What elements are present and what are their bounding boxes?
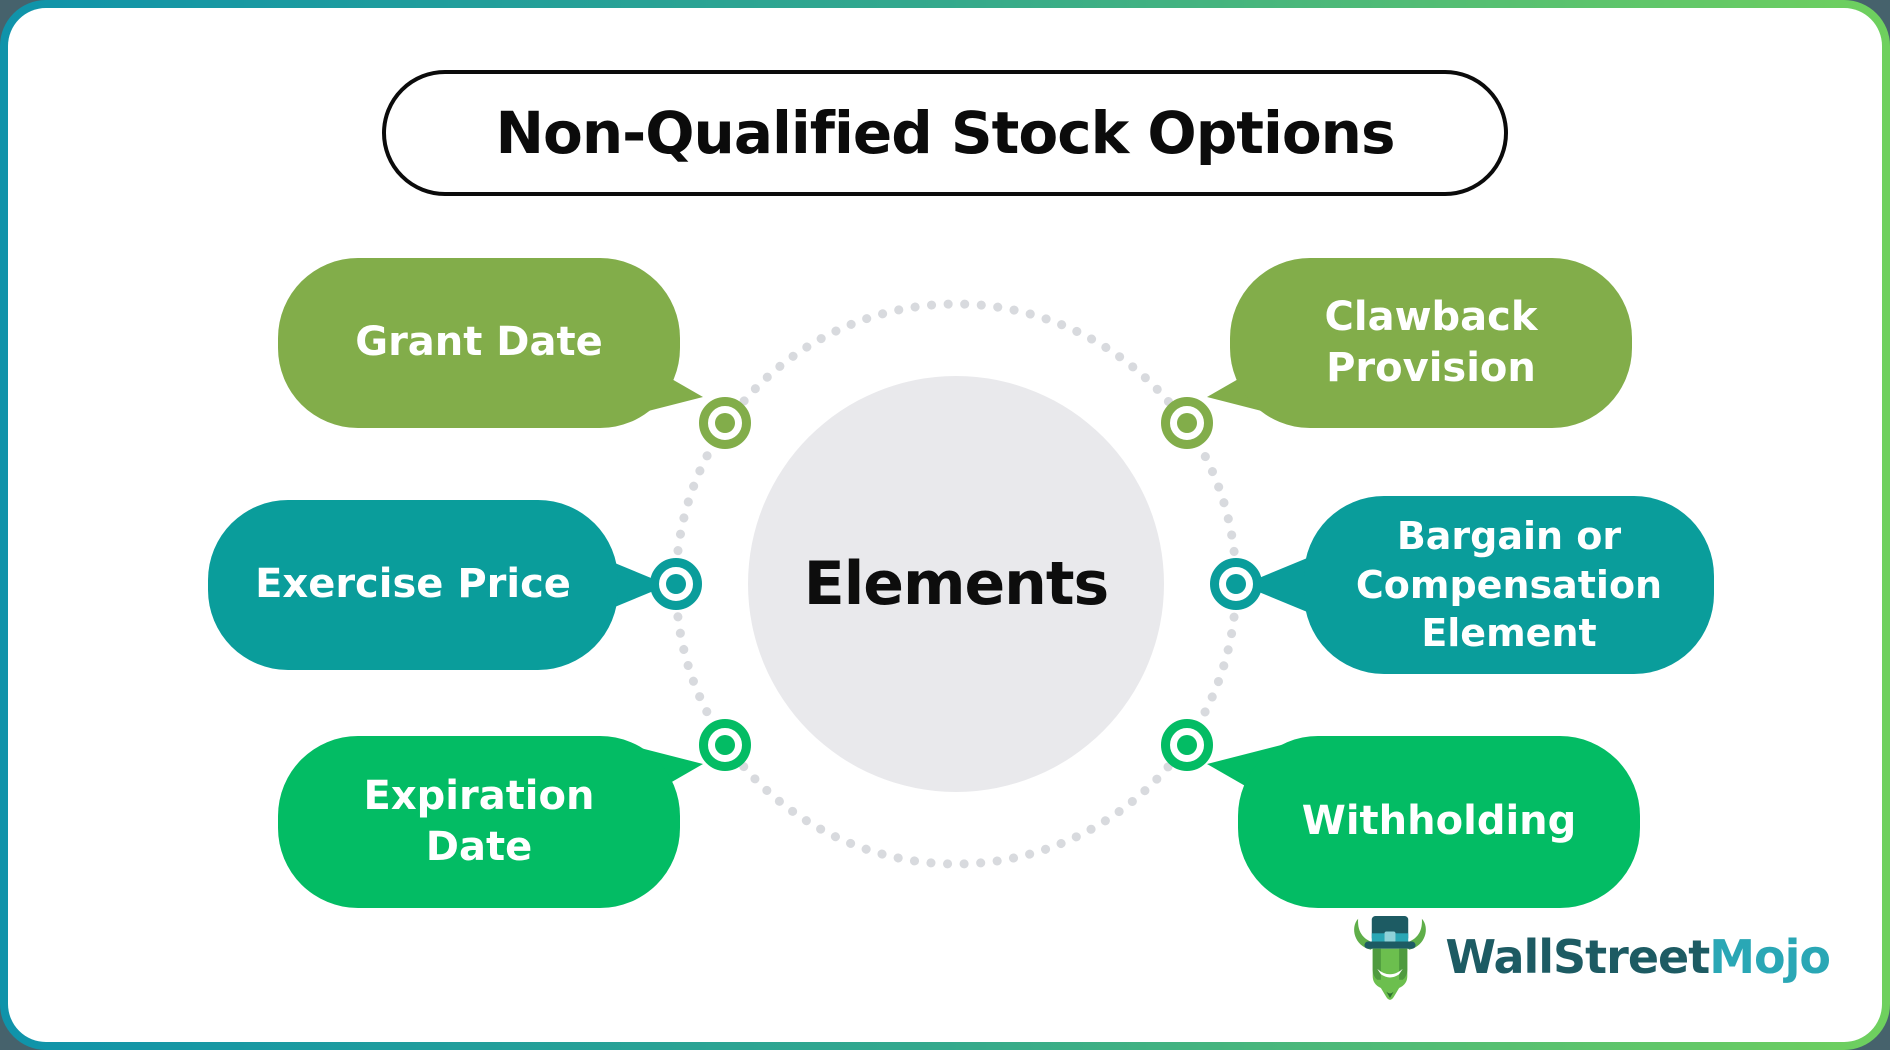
logo-text-wallstreet: WallStreet — [1445, 930, 1710, 984]
logo-wordmark: WallStreetMojo — [1445, 930, 1831, 984]
bull-with-top-hat-icon — [1354, 916, 1427, 1000]
bubble-clawback-provision: Clawback Provision — [1230, 258, 1632, 428]
bubble-bargain-element: Bargain or Compensation Element — [1304, 496, 1714, 674]
center-label: Elements — [803, 549, 1110, 619]
bubble-label: Bargain or Compensation Element — [1355, 514, 1663, 656]
bullseye-marker-expiration-date — [699, 719, 751, 771]
bullseye-marker-clawback-provision — [1161, 397, 1213, 449]
wallstreetmojo-logo: WallStreetMojo — [1349, 910, 1831, 1004]
bubble-label: Expiration Date — [363, 772, 595, 870]
bullseye-marker-withholding — [1161, 719, 1213, 771]
bubble-grant-date: Grant Date — [278, 258, 680, 428]
bullseye-marker-grant-date — [699, 397, 751, 449]
bubble-label: Withholding — [1301, 798, 1577, 845]
bullseye-marker-exercise-price — [650, 558, 702, 610]
card-background: Non-Qualified Stock Options Elements Gra… — [8, 8, 1882, 1042]
logo-text-mojo: Mojo — [1709, 930, 1831, 984]
bubble-label: Exercise Price — [255, 561, 571, 608]
page-title: Non-Qualified Stock Options — [495, 99, 1396, 167]
bullseye-marker-bargain-element — [1210, 558, 1262, 610]
title-banner: Non-Qualified Stock Options — [382, 70, 1508, 196]
bubble-withholding: Withholding — [1238, 736, 1640, 908]
center-circle: Elements — [748, 376, 1164, 792]
bubble-expiration-date: Expiration Date — [278, 736, 680, 908]
bubble-label: Grant Date — [355, 319, 603, 366]
bubble-exercise-price: Exercise Price — [208, 500, 618, 670]
bubble-label: Clawback Provision — [1324, 293, 1538, 391]
